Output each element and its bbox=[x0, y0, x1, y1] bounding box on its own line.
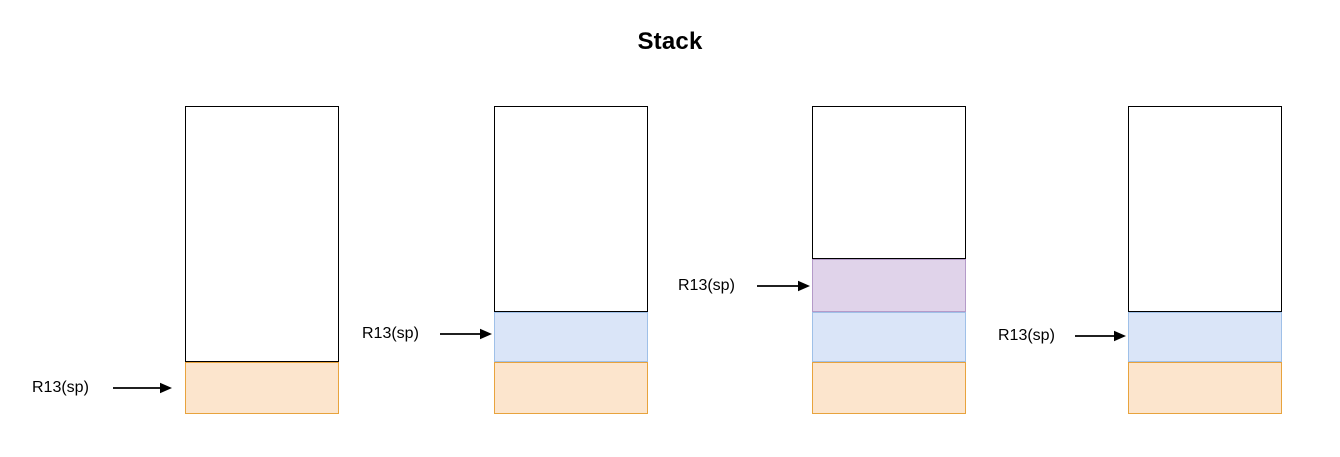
frame-purple bbox=[812, 259, 966, 312]
frame-blue bbox=[1128, 312, 1282, 362]
stack-empty-region bbox=[185, 106, 339, 362]
sp-pointer-3: R13(sp) bbox=[0, 276, 1340, 296]
frame-orange bbox=[812, 362, 966, 414]
stack-empty-region bbox=[812, 106, 966, 259]
page-title: Stack bbox=[637, 28, 703, 55]
frame-orange bbox=[494, 362, 648, 414]
sp-pointer-arrow-icon bbox=[757, 276, 810, 296]
sp-pointer-4: R13(sp) bbox=[0, 326, 1340, 346]
sp-pointer-label: R13(sp) bbox=[998, 327, 1055, 344]
sp-pointer-1: R13(sp) bbox=[0, 378, 1340, 398]
sp-pointer-label: R13(sp) bbox=[362, 325, 419, 342]
stack-empty-region bbox=[494, 106, 648, 312]
sp-pointer-arrow-icon bbox=[113, 378, 172, 398]
sp-pointer-arrow-icon bbox=[1075, 326, 1126, 346]
stack-empty-region bbox=[1128, 106, 1282, 312]
frame-orange bbox=[185, 362, 339, 414]
frame-blue bbox=[812, 312, 966, 362]
sp-pointer-label: R13(sp) bbox=[32, 379, 89, 396]
sp-pointer-arrow-icon bbox=[440, 324, 492, 344]
sp-pointer-2: R13(sp) bbox=[0, 324, 1340, 344]
sp-pointer-label: R13(sp) bbox=[678, 277, 735, 294]
frame-orange bbox=[1128, 362, 1282, 414]
frame-blue bbox=[494, 312, 648, 362]
